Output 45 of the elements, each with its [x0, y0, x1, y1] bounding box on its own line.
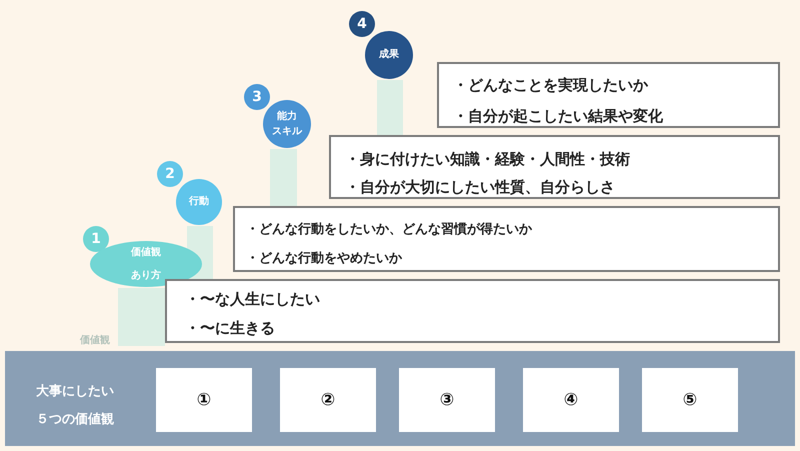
- slot-number: ①: [196, 390, 212, 410]
- step-number: 1: [91, 231, 101, 247]
- bullet-text: ・〜に生きる: [185, 318, 275, 339]
- step-number: 4: [357, 16, 367, 32]
- value-band: [5, 351, 795, 446]
- number-badge: [157, 161, 183, 187]
- caption-text: 価値観: [80, 334, 110, 347]
- value-slot: [399, 368, 495, 432]
- value-slot: [156, 368, 252, 432]
- bullet-text: ・どんなことを実現したいか: [453, 75, 648, 96]
- number-badge: [244, 84, 270, 110]
- slot-number: ②: [320, 390, 336, 410]
- stage-circle: [365, 31, 413, 79]
- bullet-text: ・身に付けたい知識・経験・人間性・技術: [345, 149, 630, 170]
- stage-circle: [263, 100, 311, 148]
- step-number: 3: [252, 89, 262, 105]
- pillar: [377, 80, 403, 135]
- bullet-text: ・自分が大切にしたい性質、自分らしさ: [345, 177, 615, 198]
- stage-label: スキル: [272, 125, 302, 139]
- text-card: [165, 279, 780, 343]
- text-card: [437, 62, 780, 128]
- number-badge: [349, 11, 375, 37]
- pillar: [118, 288, 165, 346]
- value-slot: [642, 368, 738, 432]
- slot-number: ③: [440, 390, 454, 410]
- number-badge: [83, 226, 109, 252]
- text-card: [329, 135, 780, 199]
- bullet-text: ・どんな行動をしたいか、どんな習慣が得たいか: [246, 221, 532, 239]
- slot-number: ⑤: [682, 390, 698, 410]
- band-title: 大事にしたい５つの価値観: [35, 383, 115, 429]
- bullet-text: ・どんな行動をやめたいか: [246, 250, 402, 268]
- step-number: 2: [165, 166, 175, 182]
- value-slot: [523, 368, 619, 432]
- stage-label: 能力: [277, 110, 297, 124]
- slot-number: ④: [564, 390, 578, 410]
- bullet-text: ・〜な人生にしたい: [185, 289, 320, 310]
- value-slot: [280, 368, 376, 432]
- stage-label: あり方: [131, 268, 161, 283]
- bullet-text: ・自分が起こしたい結果や変化: [453, 106, 663, 127]
- stage-label: 価値観: [131, 246, 161, 260]
- text-card: [233, 206, 780, 272]
- stage-label: 成果: [379, 48, 399, 62]
- stage-label: 行動: [189, 195, 209, 209]
- pillar: [270, 149, 297, 206]
- stage-circle: [176, 179, 222, 225]
